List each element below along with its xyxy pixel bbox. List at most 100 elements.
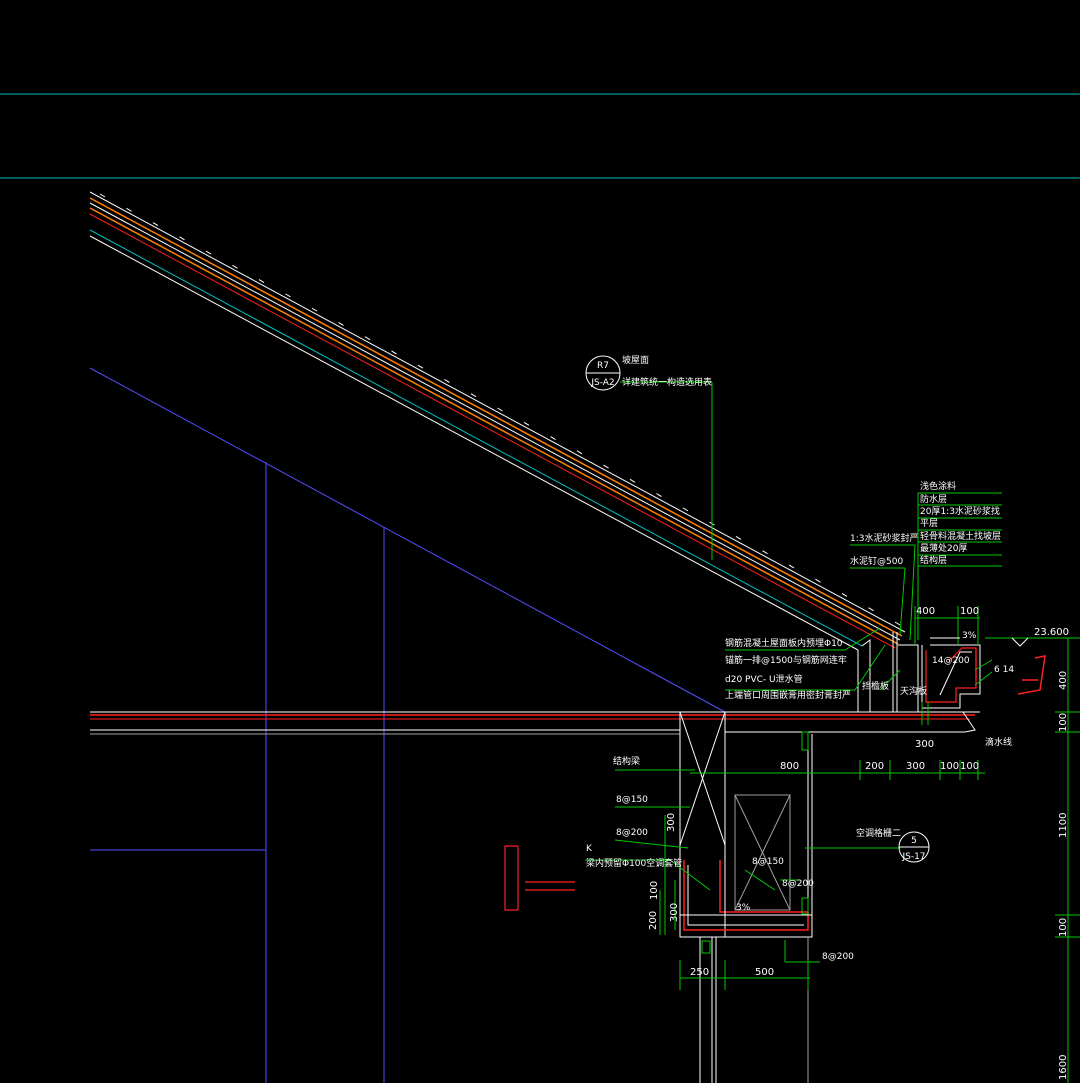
nail-label: 水泥钉@500 [850, 555, 903, 567]
dim-300a: 300 [906, 761, 925, 772]
roof-tile-mark [550, 436, 556, 440]
dim-300b: 300 [915, 739, 934, 750]
callout-r7-bottom: JS-A2 [590, 378, 614, 388]
seal-note-label: 上端管口周围嵌膏用密封膏封严 [725, 689, 851, 701]
roof-tile-mark [762, 550, 768, 555]
dim-100a: 100 [960, 606, 979, 617]
dim-r100b: 100 [1058, 918, 1069, 937]
roof-tile-mark [788, 564, 795, 569]
roof-tile-mark [682, 507, 689, 512]
drain-pipe-label: d20 PVC- U泄水管 [725, 673, 803, 685]
callout-r7-title: 坡屋面 [622, 354, 649, 366]
dimension-lines [659, 606, 1080, 1083]
rebar-14-label: 14@200 [932, 656, 970, 666]
layer-label: 结构层 [920, 554, 947, 566]
beam-section [679, 711, 813, 938]
roof-tile-mark [285, 293, 291, 298]
roof-tile-mark [815, 578, 821, 583]
fascia-wall [857, 632, 898, 712]
leaders [585, 381, 1002, 963]
annotations: 1:3水泥砂浆封严 水泥钉@500 钢筋混凝土屋面板内预埋Φ10 锚筋一排@15… [586, 532, 1014, 962]
roof-tile-mark [311, 307, 318, 312]
roof-tile-mark [603, 464, 609, 469]
roof-tile-mark [179, 236, 185, 241]
rebar-8-200c-label: 8@200 [822, 952, 854, 962]
roof-tile-mark [735, 535, 742, 540]
roof-tile-mark [126, 207, 132, 212]
gutter-detail [1017, 655, 1046, 695]
dim-v100: 100 [649, 881, 660, 900]
callout-5: 5 JS-17 空调格栅二 [856, 827, 930, 863]
sleeve-label: 梁内预留Φ100空调套管 [586, 857, 682, 869]
roof-tile-mark [99, 193, 106, 198]
layer-label: 20厚1:3水泥砂浆找 [920, 505, 1000, 517]
mortar-seal-label: 1:3水泥砂浆封严 [850, 532, 919, 544]
k-detail [504, 845, 575, 911]
construction-lines [89, 367, 726, 1083]
elevation: 23.600 [1034, 627, 1069, 638]
roof-tile-mark [576, 450, 583, 455]
callout-5-title: 空调格栅二 [856, 827, 901, 839]
small-rect-top [801, 731, 809, 915]
dim-r1600: 1600 [1058, 1055, 1069, 1080]
layer-label: 平层 [920, 518, 938, 529]
dim-v300: 300 [666, 813, 677, 832]
ac-grille [734, 794, 791, 911]
rebar-note-label: 钢筋混凝土屋面板内预埋Φ10 [725, 637, 843, 649]
dimension-text: 400 100 23.600 800 200 300 100 100 300 2… [648, 606, 1069, 1080]
roof-tile-mark [470, 393, 477, 398]
gutter-label: 天沟板 [900, 685, 927, 697]
roof-tile-mark [444, 379, 450, 383]
layer-label: 浅色涂料 [920, 480, 956, 492]
slope-label-b: 3% [736, 903, 751, 913]
dim-400: 400 [916, 606, 935, 617]
dim-v200: 200 [648, 911, 659, 930]
roof-tile-mark [232, 264, 238, 269]
roof-tile-mark [497, 407, 503, 412]
roof-tile-mark [841, 593, 848, 597]
layer-label: 防水层 [920, 493, 947, 505]
roof-tile-mark [868, 607, 874, 612]
roof-tile-mark [523, 421, 530, 426]
layer-labels: 浅色涂料 防水层 20厚1:3水泥砂浆找 平层 轻骨料混凝土找坡层 最薄处20厚… [920, 480, 1001, 566]
roof-slab [90, 711, 980, 735]
beam-label: 结构梁 [613, 755, 640, 767]
slope-label: 3% [962, 631, 977, 641]
drip-label: 滴水线 [985, 736, 1012, 748]
roof-tile-mark [391, 350, 397, 355]
roof-tile-mark [894, 621, 901, 626]
callout-5-top: 5 [911, 836, 917, 846]
dim-250: 250 [690, 967, 709, 978]
roof-tile-mark [629, 478, 636, 483]
callout-5-bottom: JS-17 [901, 852, 925, 862]
rebar-8-150b-label: 8@150 [752, 857, 784, 867]
dim-r100a: 100 [1058, 713, 1069, 732]
roof-tile-mark [656, 493, 662, 498]
roof-tile-mark [417, 364, 424, 369]
layer-label: 最薄处20厚 [920, 542, 967, 554]
dim-r400: 400 [1058, 671, 1069, 690]
callout-r7-note: 详建筑统一构造选用表 [622, 376, 712, 388]
roof-tile-mark [152, 222, 159, 226]
rebar-8-200b-label: 8@200 [782, 879, 814, 889]
callout-r7-top: R7 [597, 361, 609, 371]
gutter [898, 644, 981, 733]
dim-v300b: 300 [669, 903, 680, 922]
roof-tiles [99, 193, 901, 626]
rebar-6-label: 6 14 [994, 665, 1014, 675]
dim-200: 200 [865, 761, 884, 772]
column [699, 937, 809, 1083]
anchor-note-label: 锚筋一排@1500与钢筋网连牢 [725, 654, 847, 666]
fascia-label: 挡檐板 [862, 680, 889, 692]
roof-tile-mark [258, 279, 265, 284]
k-label: K [586, 844, 593, 854]
dim-r1100: 1100 [1058, 813, 1069, 838]
dim-500: 500 [755, 967, 774, 978]
rebar-8-200-label: 8@200 [616, 828, 648, 838]
roof-tile-mark [205, 250, 212, 255]
dim-100c: 100 [960, 761, 979, 772]
roof-tile-mark [338, 321, 344, 326]
roof-tile-mark [364, 336, 371, 341]
dim-100b: 100 [940, 761, 959, 772]
